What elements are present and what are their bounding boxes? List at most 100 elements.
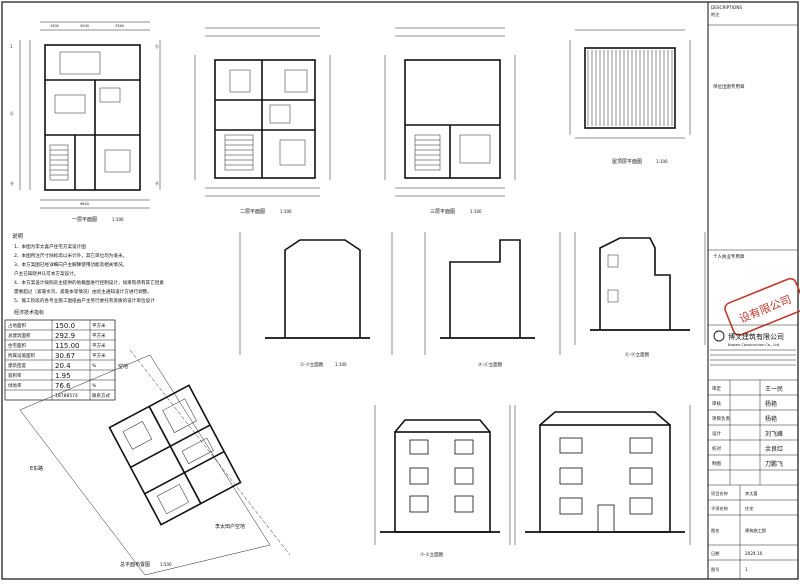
- ind-unit-1: 平方米: [92, 332, 106, 339]
- tb-sign-0: 王一民: [765, 386, 783, 393]
- svg-text:1500: 1500: [50, 24, 59, 28]
- elevation-1-scale: 1:100: [335, 362, 347, 367]
- site-plan: E东路 空地 李太田户空地 总平面布置图 1:500: [19, 349, 291, 576]
- note-5: 5、施工阶段的各专业施工图纸由户主另行委托有资质的设计单位设计: [14, 297, 155, 304]
- tb-label-0: 审定: [712, 385, 721, 392]
- tb-no-label: 图号: [711, 567, 719, 573]
- tb-project-value: 李太喜: [745, 490, 758, 497]
- indicator-table-title: 经济技术指标: [14, 309, 44, 316]
- ind-label-4: 建筑密度: [8, 362, 26, 369]
- ind-value-2: 115.00: [55, 342, 80, 350]
- elevation-1: ①-⑦立面图 1:100: [239, 232, 393, 368]
- floor3-scale: 1:100: [470, 209, 482, 214]
- floor1-scale: 1:100: [112, 217, 124, 222]
- elevation-5: [514, 405, 691, 545]
- ind-value-0: 150.0: [55, 322, 75, 330]
- elevation-2: Ⓐ-Ⓔ立面图: [424, 232, 561, 368]
- svg-text:Ⓐ: Ⓐ: [155, 180, 159, 186]
- tb-drawing-name: 建筑施工图: [745, 527, 766, 534]
- firm-name-en: Bowen Construction Co., Ltd: [728, 343, 779, 347]
- elevation-3: ⑦-①立面图: [374, 405, 511, 558]
- tb-sign-4: 余良红: [765, 445, 783, 453]
- ind-label-3: 附属设施面积: [8, 352, 35, 359]
- roof-scale: 1:100: [656, 159, 668, 164]
- ind-value-3: 30.67: [55, 352, 75, 360]
- elevation-3-title: ⑦-①立面图: [420, 551, 444, 558]
- elevation-2-title: Ⓐ-Ⓔ立面图: [478, 361, 503, 368]
- ind-value-4: 20.4: [55, 362, 71, 370]
- tb-date-value: 2024.10: [745, 551, 763, 556]
- ind-value-6: 76.6: [55, 382, 71, 390]
- tb-label-3: 设计: [712, 430, 721, 437]
- ind-unit-3: 平方米: [92, 352, 106, 359]
- ind-unit-0: 平方米: [92, 322, 106, 329]
- ind-label-6: 绿地率: [8, 382, 22, 389]
- roof-title: 屋顶层平面图: [612, 159, 642, 165]
- tb-drawing-label: 图名: [711, 527, 719, 534]
- seal-stamp: 设有限公司: [724, 277, 800, 336]
- svg-text:Ⓔ: Ⓔ: [155, 43, 159, 49]
- note-1: 1、本图为李太喜户住宅方案设计图: [14, 243, 86, 250]
- tb-subproject-label: 子项名称: [711, 505, 728, 512]
- svg-text:3340: 3340: [115, 24, 124, 28]
- svg-text:Ⓒ: Ⓒ: [10, 110, 14, 116]
- ind-label-0: 占地面积: [8, 322, 26, 329]
- floor3-plan: 三层平面图 1:100: [384, 27, 516, 215]
- elevation-4: Ⓔ-Ⓐ立面图: [574, 232, 706, 358]
- tb-label-4: 校对: [712, 445, 721, 452]
- design-notes: 说明 1、本图为李太喜户住宅方案设计图 2、本图所注尺寸除标高以米计外，其它单位…: [12, 232, 164, 316]
- tb-sign-3: 刘飞峰: [765, 430, 783, 438]
- note-3: 3、本方案图已经详细向户主解释使用功能及相关情况。: [14, 261, 127, 268]
- elevation-4-title: Ⓔ-Ⓐ立面图: [625, 351, 650, 358]
- ind-unit-2: 平方米: [92, 342, 106, 349]
- site-scale: 1:500: [160, 562, 172, 567]
- svg-text:Ⓐ: Ⓐ: [10, 180, 14, 186]
- site-road-label: E东路: [30, 465, 43, 472]
- floor2-scale: 1:100: [280, 209, 292, 214]
- ind-value-1: 292.9: [55, 332, 75, 340]
- ind-contact-label: 联系方式: [92, 392, 110, 399]
- ind-label-5: 容积率: [8, 372, 22, 379]
- indicator-table: 占地面积 150.0 平方米 总建筑面积 292.9 平方米 住宅面积 115.…: [4, 319, 116, 401]
- tb-project-label: 项目名称: [711, 490, 728, 497]
- ind-label-1: 总建筑面积: [8, 332, 31, 339]
- svg-text:3000: 3000: [80, 24, 89, 28]
- note-3b: 户主已知晓并认可本方案设计。: [14, 270, 78, 277]
- floor1-title: 一层平面图: [72, 217, 97, 223]
- tb-label-2: 项目负责: [712, 415, 730, 422]
- site-empty-label: 空地: [118, 363, 128, 370]
- description-header: DESCRIPTIONS: [711, 5, 742, 10]
- tb-label-5: 制图: [712, 460, 721, 467]
- tb-sign-1: 杨艳: [765, 400, 777, 408]
- floor1-plan: 1Ⓐ Ⓒ Ⓔ Ⓐ 1500 3000 3340 9840 一层平面图 1:100: [10, 21, 161, 223]
- floor2-title: 二层平面图: [240, 209, 265, 215]
- floor1-dim-overall: 9840: [80, 202, 89, 206]
- tb-subproject-value: 住宅: [745, 505, 753, 511]
- notes-title: 说明: [12, 232, 24, 240]
- firm-logo-icon: [713, 330, 725, 342]
- floor2-plan: 二层平面图 1:100: [194, 27, 331, 215]
- site-title: 总平面布置图: [120, 561, 150, 568]
- tb-sign-2: 杨艳: [765, 415, 777, 423]
- ind-contact-value: 18788574: [55, 393, 78, 399]
- ind-unit-6: %: [92, 383, 97, 389]
- ind-unit-4: %: [92, 363, 97, 369]
- floor3-title: 三层平面图: [430, 209, 455, 215]
- tb-no-value: 1: [745, 567, 748, 572]
- elevation-1-title: ①-⑦立面图: [300, 361, 324, 368]
- firm-name: 博文建筑有限公司: [728, 332, 784, 341]
- personal-stamp-area: 个人执业专用章: [713, 253, 745, 260]
- note-4b: 需要超过（紧靠水沟、紧靠本等情况）由房主通知设计方进行调整。: [14, 288, 152, 295]
- description-sub: 附注: [711, 11, 720, 18]
- roof-plan: 屋顶层平面图 1:100: [569, 29, 691, 165]
- note-4: 4、本方案设计按照房主提供的地籍图进行控制设计，如果现场有其它因素: [14, 279, 164, 286]
- site-neighbor-label: 李太田户空地: [215, 523, 245, 530]
- tb-sign-5: 刀鹏飞: [765, 460, 783, 468]
- unit-stamp-area: 单位出图专用章: [713, 83, 745, 90]
- tb-label-1: 审核: [712, 400, 721, 407]
- note-2: 2、本图所注尺寸除标高以米计外，其它单位均为毫米。: [14, 252, 127, 259]
- tb-date-label: 日期: [711, 551, 719, 557]
- ind-label-2: 住宅面积: [8, 342, 26, 349]
- svg-text:1: 1: [10, 44, 13, 49]
